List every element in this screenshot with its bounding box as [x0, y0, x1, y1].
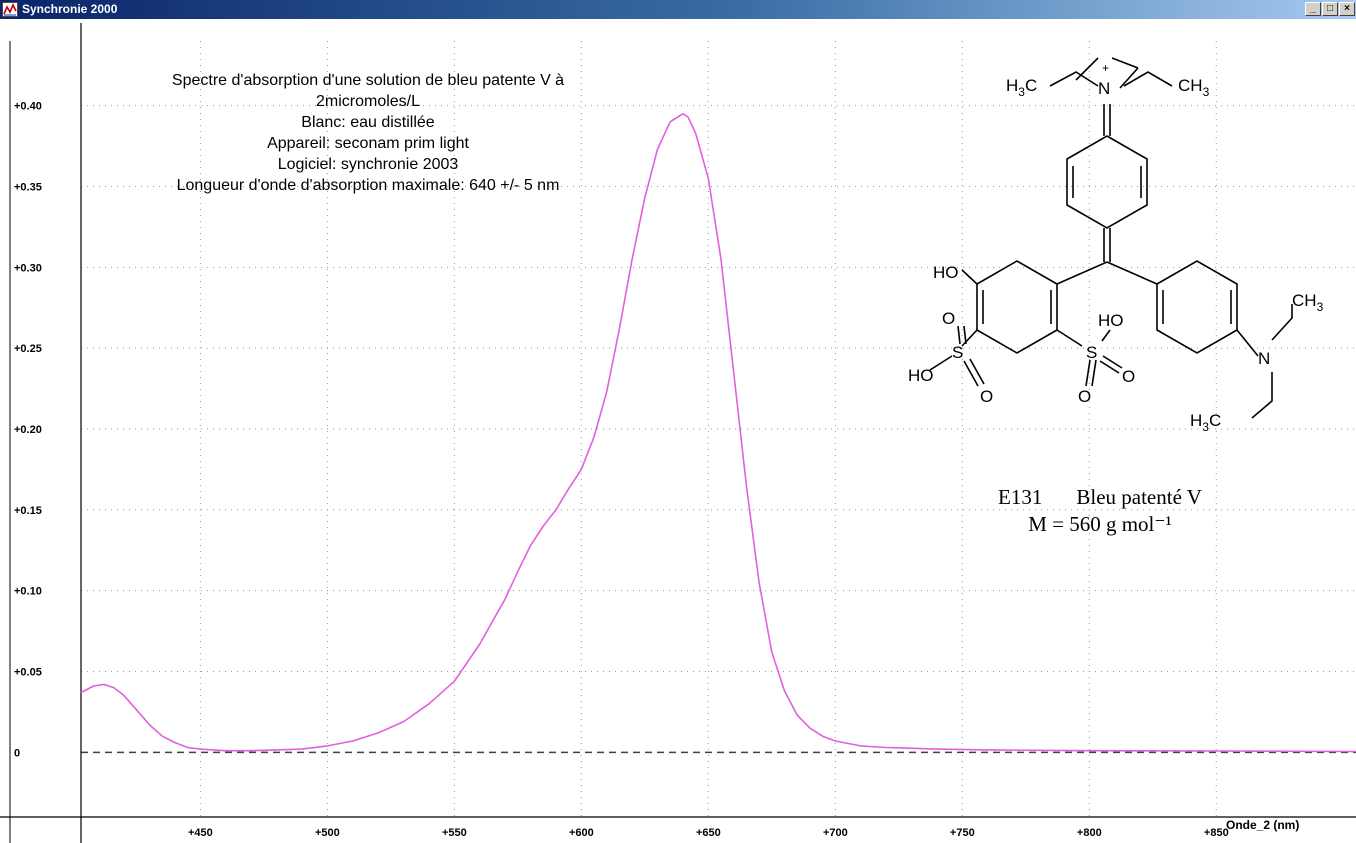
title-bar[interactable]: Synchronie 2000 _ □ ×	[0, 0, 1356, 19]
molecule-sulfonate-bonds	[929, 325, 1123, 387]
atom-label: N	[1098, 79, 1110, 98]
annotation-line: Longueur d'onde d'absorption maximale: 6…	[176, 177, 560, 194]
y-tick-label: 0	[14, 747, 20, 759]
window-title: Synchronie 2000	[22, 2, 118, 16]
charge-label: +	[1102, 61, 1109, 75]
atom-label: HO	[908, 366, 934, 385]
synchronie-app-icon[interactable]	[2, 2, 18, 17]
y-tick-label: +0.40	[14, 101, 42, 113]
x-tick-label: +800	[1077, 827, 1102, 839]
x-tick-label: +500	[315, 827, 340, 839]
axes	[0, 23, 1356, 843]
close-button[interactable]: ×	[1339, 2, 1355, 16]
atom-label: CH3	[1178, 76, 1210, 99]
atom-label: O	[942, 309, 955, 328]
molecule-code: E131	[998, 485, 1043, 509]
y-tick-label: +0.15	[14, 505, 42, 517]
molecule-labels: H3C N + CH3 HO CH3 O S HO O HO S O O N H…	[908, 61, 1324, 434]
molecule-bonds	[961, 57, 1293, 419]
maximize-button[interactable]: □	[1322, 2, 1338, 16]
annotation-line: Appareil: seconam prim light	[267, 135, 469, 152]
absorbance-curve	[80, 113, 1356, 753]
atom-label: H3C	[1006, 76, 1037, 99]
atom-label: S	[1086, 343, 1097, 362]
annotation-line: Spectre d'absorption d'une solution de b…	[171, 72, 565, 89]
grid	[81, 41, 1356, 817]
x-tick-label: +450	[188, 827, 213, 839]
y-tick-label: +0.05	[14, 667, 42, 679]
annotation-line: Blanc: eau distillée	[301, 114, 435, 131]
absorption-spectrum-chart[interactable]: 0 +0.05 +0.10 +0.15 +0.20 +0.25 +0.30 +0.35 +0.4…	[0, 19, 1356, 843]
molecule-mass: M = 560 g mol⁻¹	[1028, 512, 1172, 536]
y-tick-label: +0.30	[14, 262, 42, 274]
x-tick-label: +650	[696, 827, 721, 839]
x-tick-label: +850	[1204, 827, 1229, 839]
x-tick-label: +600	[569, 827, 594, 839]
atom-label: H3C	[1190, 411, 1221, 434]
minimize-button[interactable]: _	[1305, 2, 1321, 16]
atom-label: O	[1122, 367, 1135, 386]
atom-label: O	[980, 387, 993, 406]
y-tick-label: +0.20	[14, 424, 42, 436]
spectrum-annotation[interactable]: Spectre d'absorption d'une solution de b…	[88, 70, 648, 196]
y-tick-label: +0.25	[14, 343, 42, 355]
molecule-caption: E131 Bleu patenté V M = 560 g mol⁻¹	[910, 484, 1290, 538]
molecule-name: Bleu patenté V	[1076, 485, 1202, 509]
annotation-line: 2micromoles/L	[315, 93, 421, 110]
y-tick-label: +0.10	[14, 586, 42, 598]
molecule-structure: H3C N + CH3 HO CH3 O S HO O HO S O O N H…	[908, 57, 1324, 434]
tick-labels: 0 +0.05 +0.10 +0.15 +0.20 +0.25 +0.30 +0.35 +0.4…	[14, 101, 1229, 839]
annotation-line: Logiciel: synchronie 2003	[277, 156, 459, 173]
atom-label: HO	[1098, 311, 1124, 330]
y-tick-label: +0.35	[14, 182, 42, 194]
x-axis-label: Onde_2 (nm)	[1226, 818, 1300, 832]
atom-label: O	[1078, 387, 1091, 406]
x-tick-label: +750	[950, 827, 975, 839]
plot-area[interactable]: 0 +0.05 +0.10 +0.15 +0.20 +0.25 +0.30 +0.35 +0.4…	[0, 19, 1356, 843]
atom-label: HO	[933, 263, 959, 282]
atom-label: S	[952, 343, 963, 362]
series	[80, 113, 1356, 753]
atom-label: CH3	[1292, 291, 1324, 314]
atom-label: N	[1258, 349, 1270, 368]
x-tick-label: +700	[823, 827, 848, 839]
x-tick-label: +550	[442, 827, 467, 839]
